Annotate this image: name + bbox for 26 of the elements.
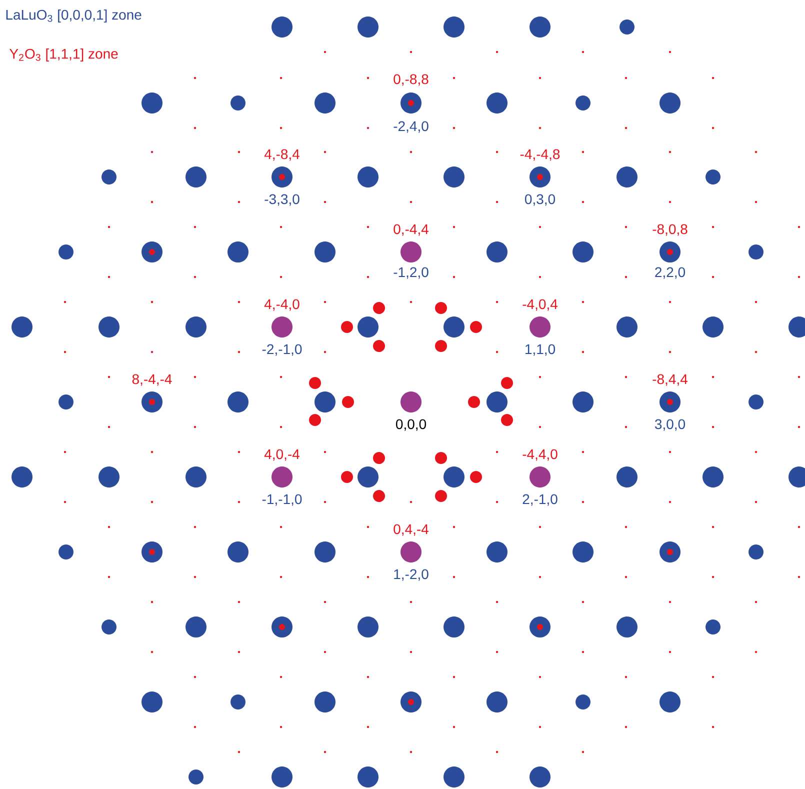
index-label: 0,-4,4 [394,224,428,236]
index-label: -8,4,4 [652,374,688,386]
index-label: 1,1,0 [526,344,556,356]
index-label: -4,0,4 [522,299,558,311]
index-label: -4,4,0 [522,449,558,461]
index-label: -1,-1,0 [262,494,302,506]
index-label: 0,3,0 [525,194,556,206]
index-label: -4,-4,8 [520,149,560,161]
index-label: 2,-1,0 [522,494,558,506]
index-label: 8,-4,-4 [132,374,172,386]
zone-label: Y$_{2}$O$_{3}$ [1,1,1] zone [10,48,118,62]
index-label: 2,2,0 [655,267,686,279]
index-label: 0,0,0 [396,419,426,431]
index-label: -1,2,0 [394,267,428,279]
index-label: 4,0,-4 [264,449,300,461]
index-label: 3,0,0 [654,419,686,431]
index-label: 4,-4,0 [264,299,300,311]
index-label: -3,3,0 [264,194,300,206]
index-label: -2,4,0 [394,121,428,133]
index-label: 0,-8,8 [394,74,428,86]
zone-label: LaLuO$_{3}$ [0,0,0,1] zone [6,9,142,23]
index-label: -2,-1,0 [262,344,302,356]
index-label: -8,0,8 [652,224,688,236]
index-label: 4,-8,4 [264,149,300,161]
index-label: 1,-2,0 [394,569,428,581]
index-label: 0,4,-4 [394,524,428,536]
